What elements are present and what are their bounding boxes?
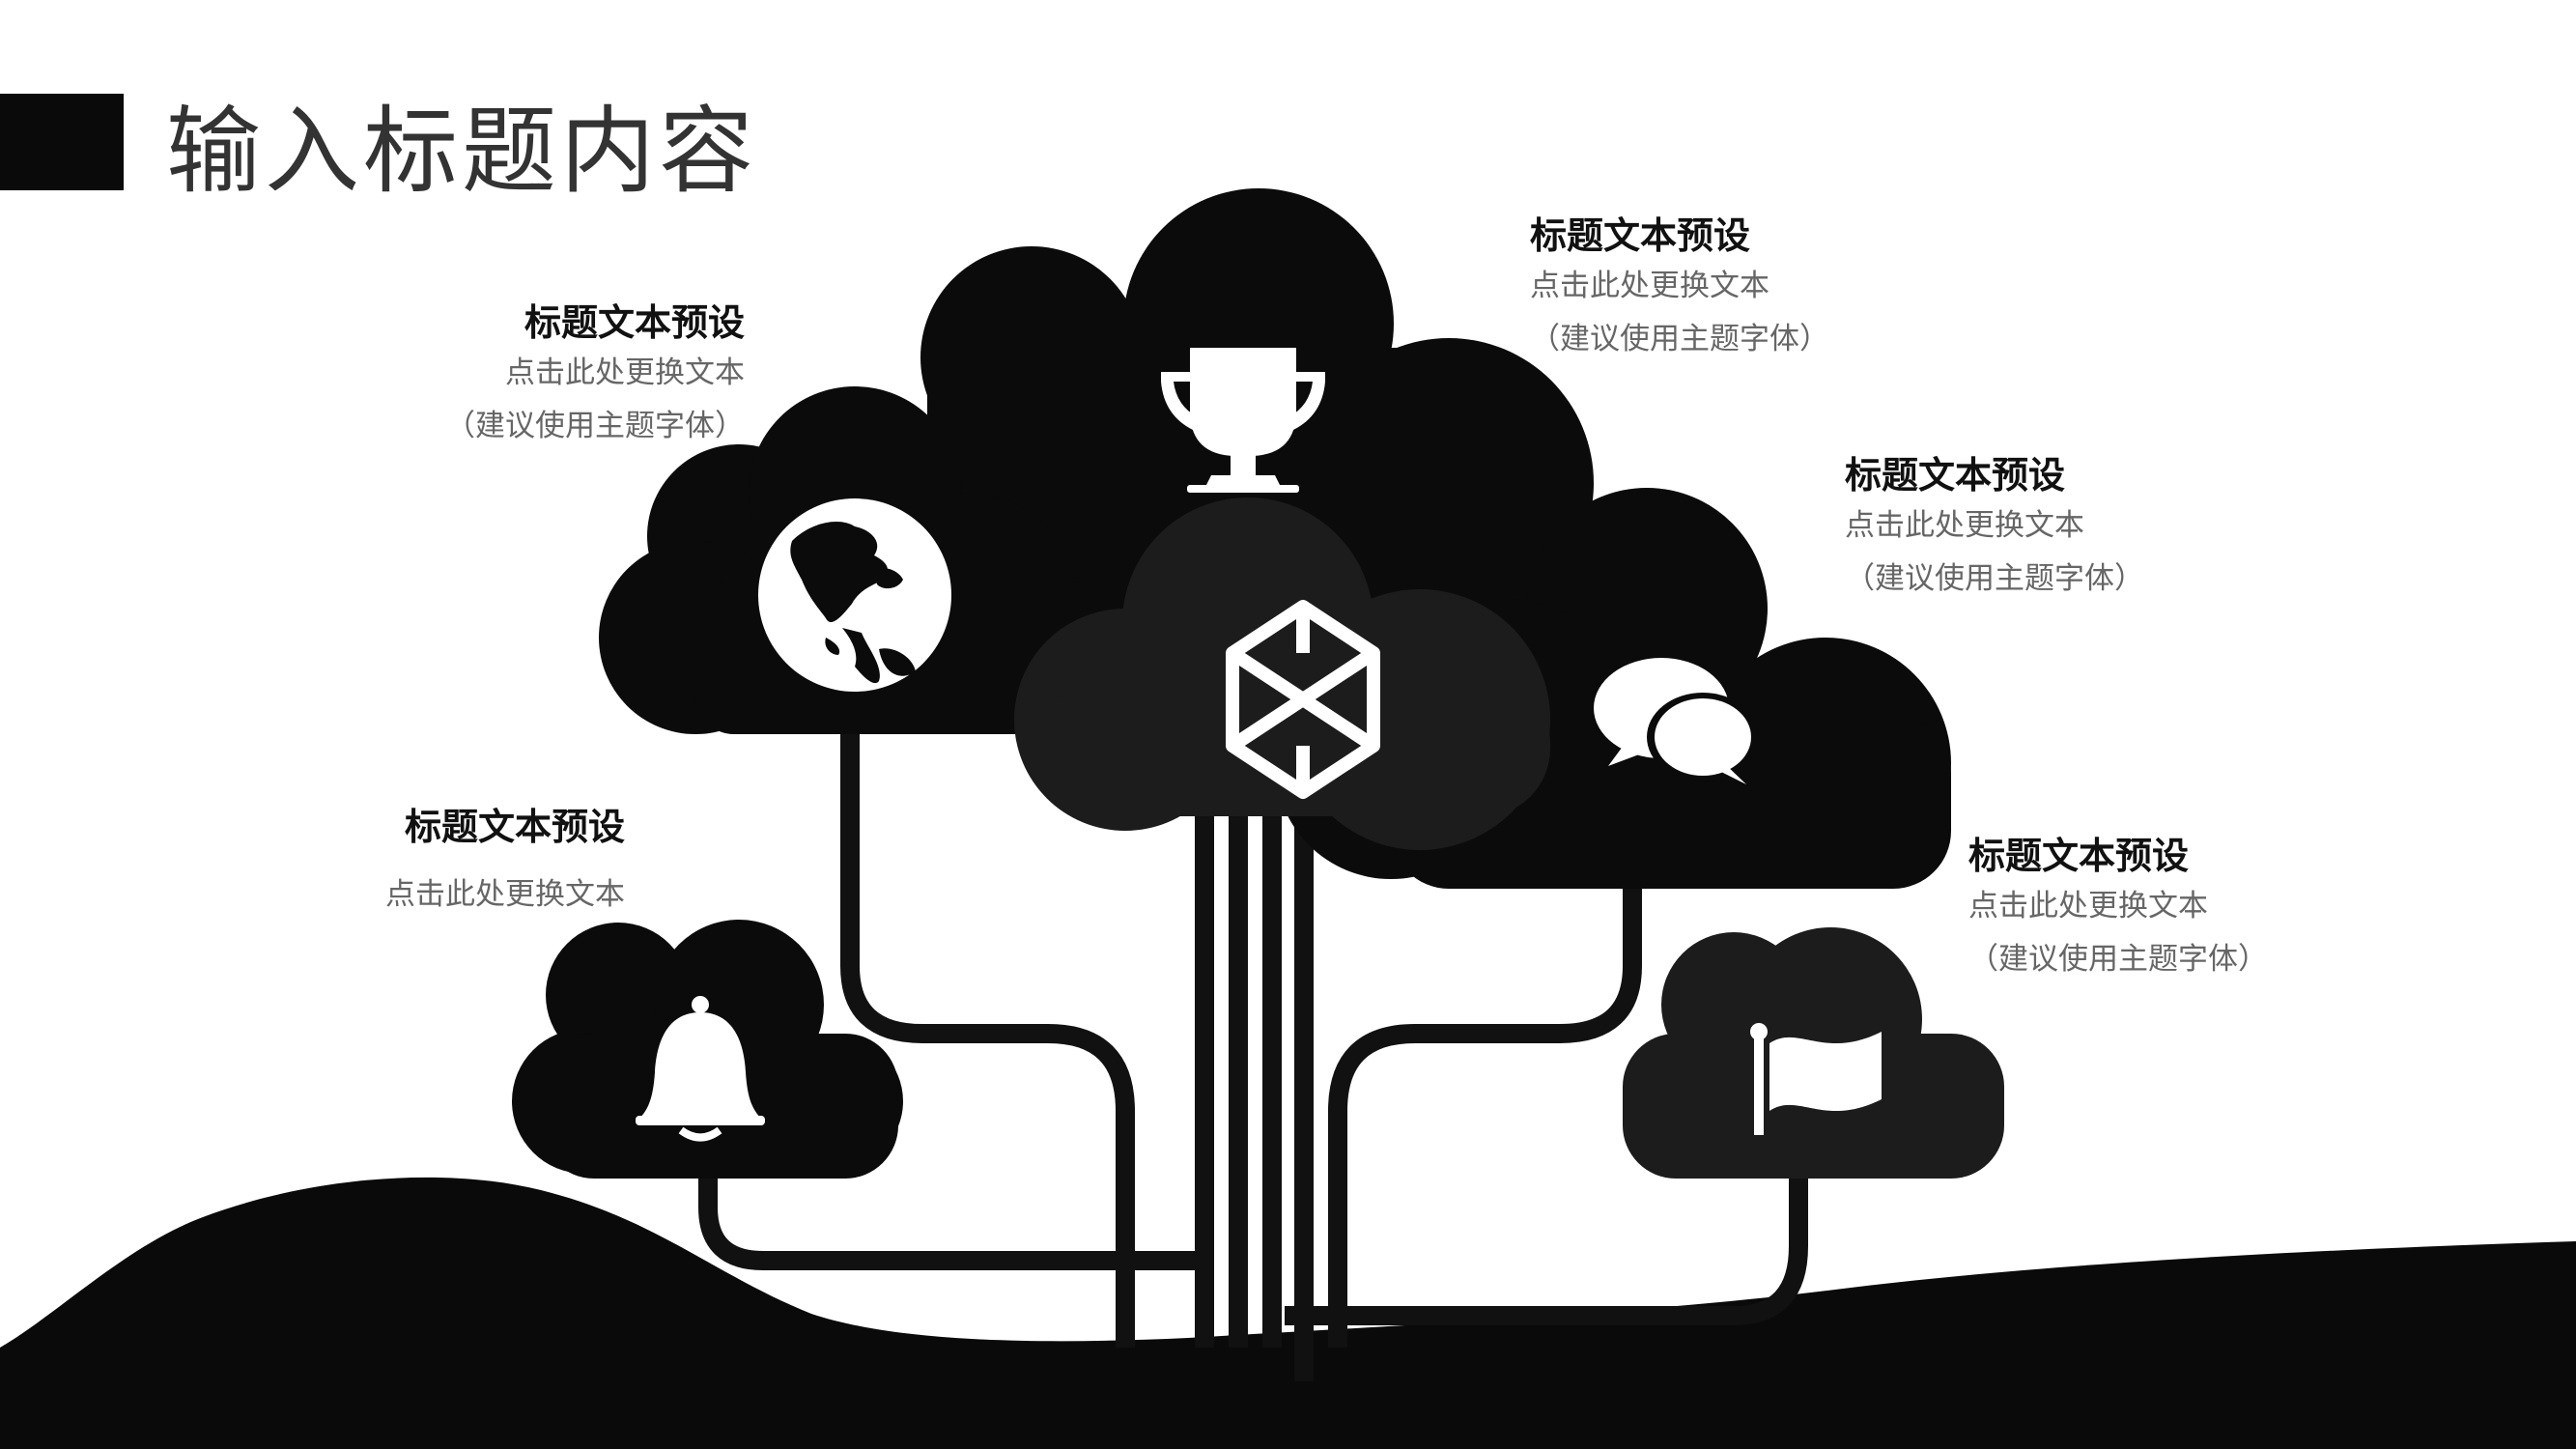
info-block-trophy: 标题文本预设 点击此处更换文本 （建议使用主题字体）: [1530, 213, 1829, 365]
codepen-cube-icon: [1226, 600, 1380, 799]
slide-title[interactable]: 输入标题内容: [166, 97, 758, 207]
info-block-flag: 标题文本预设 点击此处更换文本 （建议使用主题字体）: [1968, 833, 2268, 985]
info-line[interactable]: 点击此处更换文本: [1530, 269, 1769, 304]
info-line[interactable]: （建议使用主题字体）: [445, 408, 745, 443]
info-line[interactable]: （建议使用主题字体）: [1530, 321, 1829, 356]
ground-hill-shape: [0, 1177, 2576, 1449]
info-line[interactable]: 点击此处更换文本: [1845, 508, 2084, 544]
info-heading[interactable]: 标题文本预设: [1845, 454, 2066, 497]
info-line[interactable]: （建议使用主题字体）: [1968, 941, 2268, 977]
info-block-bell: 标题文本预设 点击此处更换文本: [385, 804, 625, 922]
chat-bubbles-icon: [1594, 658, 1759, 784]
info-block-globe: 标题文本预设 点击此处更换文本 （建议使用主题字体）: [445, 299, 745, 452]
trophy-icon: [1161, 348, 1325, 493]
bell-icon: [636, 996, 765, 1142]
cloud-stems: [698, 715, 1808, 1381]
info-heading[interactable]: 标题文本预设: [524, 301, 745, 344]
flag-icon: [1750, 1023, 1882, 1135]
info-heading[interactable]: 标题文本预设: [1968, 835, 2190, 877]
title-accent-bar: [0, 94, 124, 190]
info-line[interactable]: 点击此处更换文本: [505, 355, 745, 391]
info-heading[interactable]: 标题文本预设: [404, 806, 625, 848]
info-line[interactable]: 点击此处更换文本: [1968, 889, 2208, 924]
globe-icon: [758, 498, 951, 692]
info-line[interactable]: （建议使用主题字体）: [1845, 560, 2144, 596]
info-block-chat: 标题文本预设 点击此处更换文本 （建议使用主题字体）: [1845, 452, 2144, 605]
info-heading[interactable]: 标题文本预设: [1530, 214, 1751, 257]
info-line[interactable]: 点击此处更换文本: [385, 877, 625, 913]
